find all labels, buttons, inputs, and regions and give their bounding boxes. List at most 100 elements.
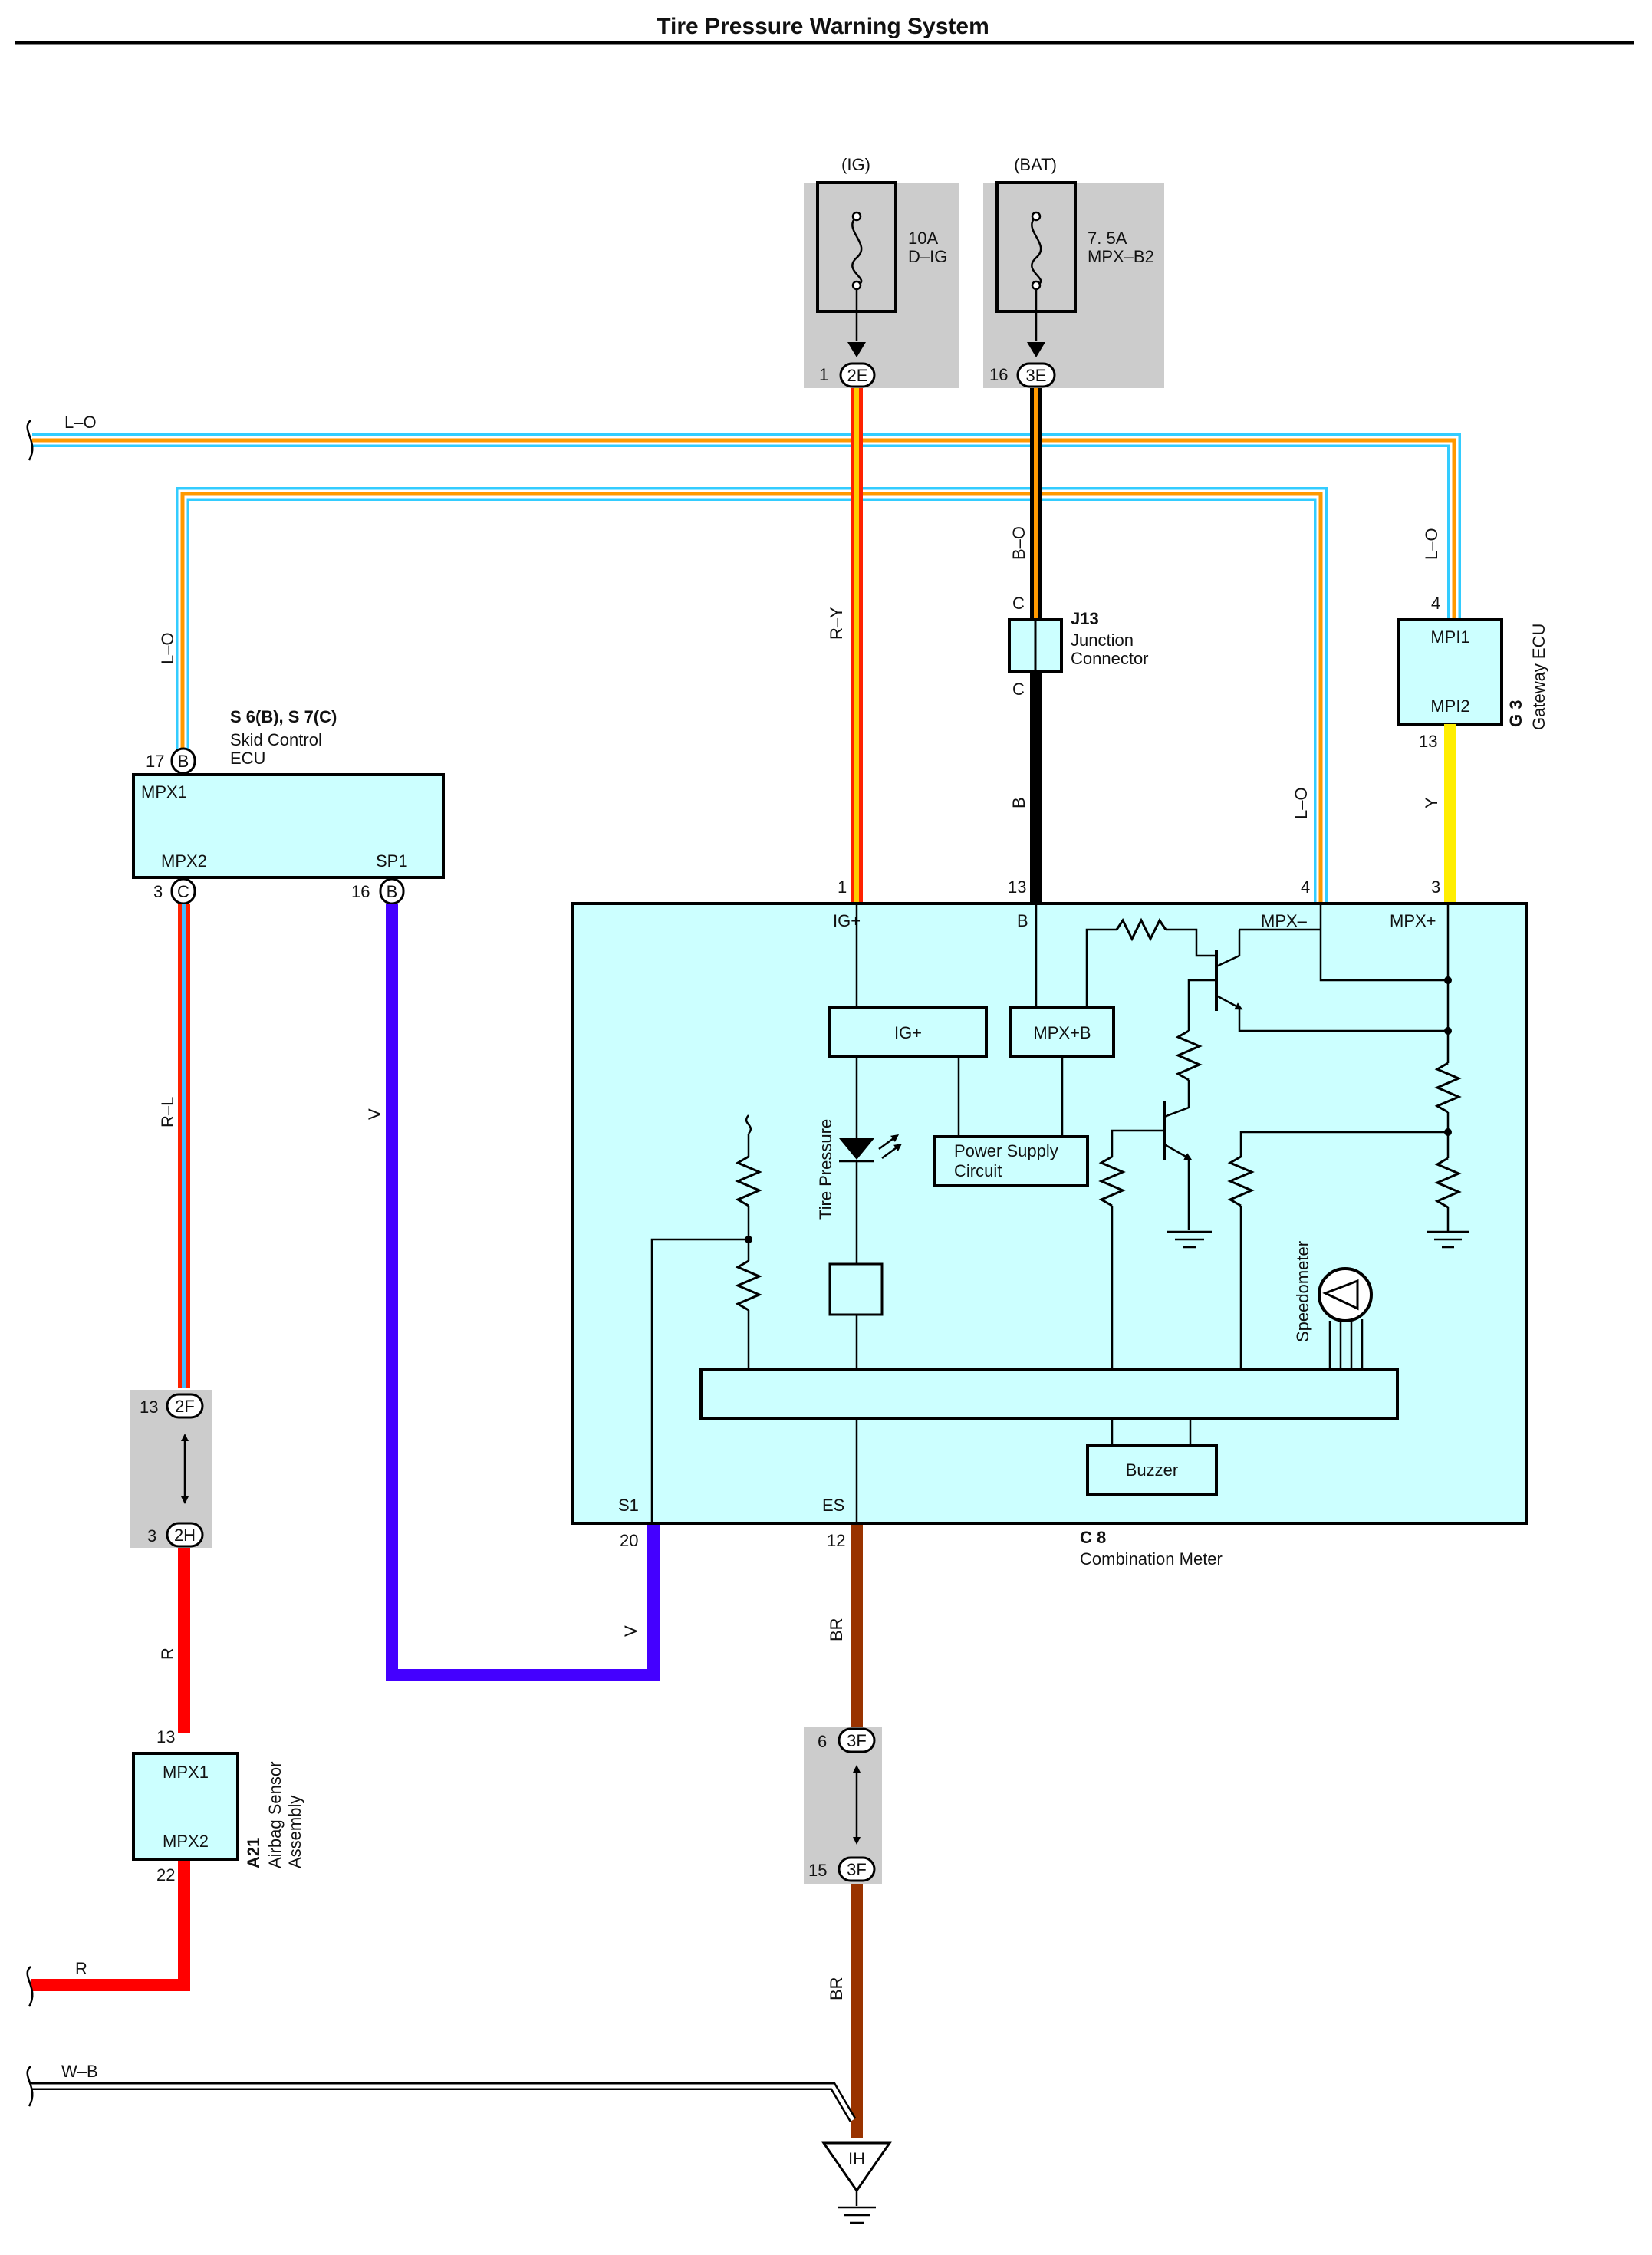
fuse-ig-pin: 1 bbox=[819, 365, 828, 384]
resistor-4 bbox=[1175, 1029, 1203, 1081]
airbag-sensor-assembly: 13 MPX1 MPX2 22 A21 Airbag Sensor Assemb… bbox=[132, 1727, 304, 1885]
j13-name-line2: Connector bbox=[1071, 649, 1149, 668]
fuse-bat-pin: 16 bbox=[989, 365, 1008, 384]
meter-pin-ig: 1 bbox=[838, 877, 847, 897]
skid-name-line2: ECU bbox=[230, 749, 265, 768]
meter-term-es: ES bbox=[822, 1496, 844, 1515]
connector-3f-bot-label: 3F bbox=[847, 1860, 867, 1879]
gateway-ecu: MPI1 MPI2 G 3 Gateway ECU bbox=[1397, 618, 1548, 730]
meter-pin-s1: 20 bbox=[620, 1531, 638, 1550]
j13-pin-bottom: C bbox=[1012, 680, 1025, 699]
combination-meter: C 8 Combination Meter IG+ B MPX– MPX+ S1… bbox=[571, 902, 1528, 1569]
j13-pin-top: C bbox=[1012, 594, 1025, 613]
wire-br-bottom-label: BR bbox=[827, 1977, 846, 2000]
wire-rl-label: R–L bbox=[158, 1097, 177, 1128]
airbag-id: A21 bbox=[244, 1838, 263, 1868]
connector-2f-label: 2F bbox=[175, 1397, 195, 1416]
wire-lo-second bbox=[176, 487, 1328, 905]
resistor-6 bbox=[1434, 1062, 1462, 1114]
wire-lo-left-label: L–O bbox=[158, 632, 177, 664]
fuse-ig-connector: 2E bbox=[847, 366, 868, 385]
meter-buzzer-label: Buzzer bbox=[1126, 1460, 1178, 1480]
resistor-1 bbox=[735, 1155, 762, 1207]
resistor-2 bbox=[735, 1259, 762, 1312]
connector-2h-pin: 3 bbox=[147, 1526, 156, 1546]
wire-y-label: Y bbox=[1422, 797, 1441, 808]
skid-conn-sp1: B bbox=[387, 882, 398, 901]
ground-ih: IH bbox=[821, 2141, 892, 2224]
fuse-ig: (IG) 10A D–IG 1 2E bbox=[804, 155, 959, 388]
meter-processor bbox=[699, 1368, 1399, 1420]
wire-b-label: B bbox=[1009, 797, 1028, 808]
meter-term-s1: S1 bbox=[618, 1496, 639, 1515]
resistor-5 bbox=[1098, 1155, 1126, 1207]
meter-pin-es: 12 bbox=[827, 1531, 845, 1550]
skid-name-line1: Skid Control bbox=[230, 730, 322, 749]
fuse-ig-element-icon bbox=[851, 216, 863, 287]
fuse-bat-pin-arrow-icon bbox=[1027, 342, 1045, 357]
wire-v bbox=[386, 904, 660, 1681]
wire-wb-label: W–B bbox=[61, 2062, 98, 2081]
fuse-bat-source: (BAT) bbox=[1014, 155, 1057, 174]
j13-name-line1: Junction bbox=[1071, 630, 1134, 650]
airbag-name-line1: Airbag Sensor bbox=[265, 1762, 285, 1868]
connector-3f-top-pin: 6 bbox=[818, 1732, 827, 1751]
connector-2h-label: 2H bbox=[174, 1526, 196, 1545]
page-title: Tire Pressure Warning System bbox=[657, 14, 989, 39]
fuse-bat: (BAT) 7. 5A MPX–B2 16 3E bbox=[983, 155, 1164, 388]
meter-pin-mpxm: 4 bbox=[1301, 877, 1310, 897]
airbag-pin-top: 13 bbox=[156, 1727, 175, 1746]
meter-block-ig bbox=[828, 1006, 988, 1058]
wire-br-top-label: BR bbox=[827, 1618, 846, 1641]
skid-conn-mpx2: C bbox=[177, 882, 189, 901]
resistor-7 bbox=[1227, 1155, 1255, 1207]
wire-wb bbox=[31, 2082, 857, 2122]
wire-break-wb-icon bbox=[26, 2066, 34, 2107]
fuse-ig-source: (IG) bbox=[841, 155, 870, 174]
fuse-ig-pin-arrow-icon bbox=[847, 342, 866, 357]
skid-pin-sp1: 16 bbox=[351, 882, 370, 901]
meter-id: C 8 bbox=[1080, 1528, 1106, 1547]
meter-block-mpxb-label: MPX+B bbox=[1033, 1023, 1091, 1042]
fuse-bat-element-icon bbox=[1031, 216, 1042, 287]
gateway-name: Gateway ECU bbox=[1529, 624, 1548, 730]
gateway-pin-bottom: 13 bbox=[1419, 732, 1437, 751]
wire-r-bottom-label: R bbox=[75, 1959, 87, 1978]
skid-pin-mpx2: 3 bbox=[153, 882, 163, 901]
skid-conn-mpx1: B bbox=[178, 752, 189, 771]
wire-r-bottom bbox=[31, 1859, 190, 1991]
combination-meter-box bbox=[571, 902, 1528, 1525]
meter-term-mpxp: MPX+ bbox=[1390, 911, 1436, 930]
skid-ecu-box bbox=[132, 773, 445, 879]
skid-term-sp1: SP1 bbox=[376, 851, 408, 871]
skid-term-mpx1: MPX1 bbox=[141, 782, 187, 802]
fuse-bat-rating: 7. 5A bbox=[1088, 229, 1127, 248]
airbag-box bbox=[132, 1752, 239, 1861]
meter-speedometer-label: Speedometer bbox=[1293, 1241, 1312, 1342]
meter-buzzer bbox=[1086, 1444, 1218, 1496]
gateway-id: G 3 bbox=[1506, 700, 1525, 727]
wire-break-r-icon bbox=[26, 1966, 34, 2007]
resistor-3 bbox=[1115, 917, 1167, 942]
skid-term-mpx2: MPX2 bbox=[161, 851, 207, 871]
wire-lo-mid-label: L–O bbox=[1292, 787, 1311, 819]
meter-block-ig-label: IG+ bbox=[894, 1023, 922, 1042]
fuse-ig-name: D–IG bbox=[908, 247, 947, 266]
skid-id: S 6(B), S 7(C) bbox=[230, 707, 337, 726]
fuse-bat-connector: 3E bbox=[1026, 366, 1047, 385]
meter-tire-pressure-label: Tire Pressure bbox=[816, 1119, 835, 1220]
airbag-pin-bottom: 22 bbox=[156, 1865, 175, 1885]
airbag-term-mpx2: MPX2 bbox=[163, 1832, 209, 1851]
resistor-8 bbox=[1434, 1157, 1462, 1209]
wire-r-vert-label: R bbox=[158, 1648, 177, 1660]
wire-lo-top-label: L–O bbox=[64, 413, 97, 432]
meter-term-mpxm: MPX– bbox=[1261, 911, 1308, 930]
skid-pin-mpx1: 17 bbox=[146, 752, 164, 771]
meter-term-b: B bbox=[1017, 911, 1028, 930]
fuse-bat-name: MPX–B2 bbox=[1088, 247, 1154, 266]
connector-2f-pin: 13 bbox=[140, 1397, 158, 1417]
connector-2f-2h: 13 2F 3 2H bbox=[130, 1390, 212, 1548]
meter-psu-line2: Circuit bbox=[954, 1161, 1002, 1180]
airbag-term-mpx1: MPX1 bbox=[163, 1763, 209, 1782]
